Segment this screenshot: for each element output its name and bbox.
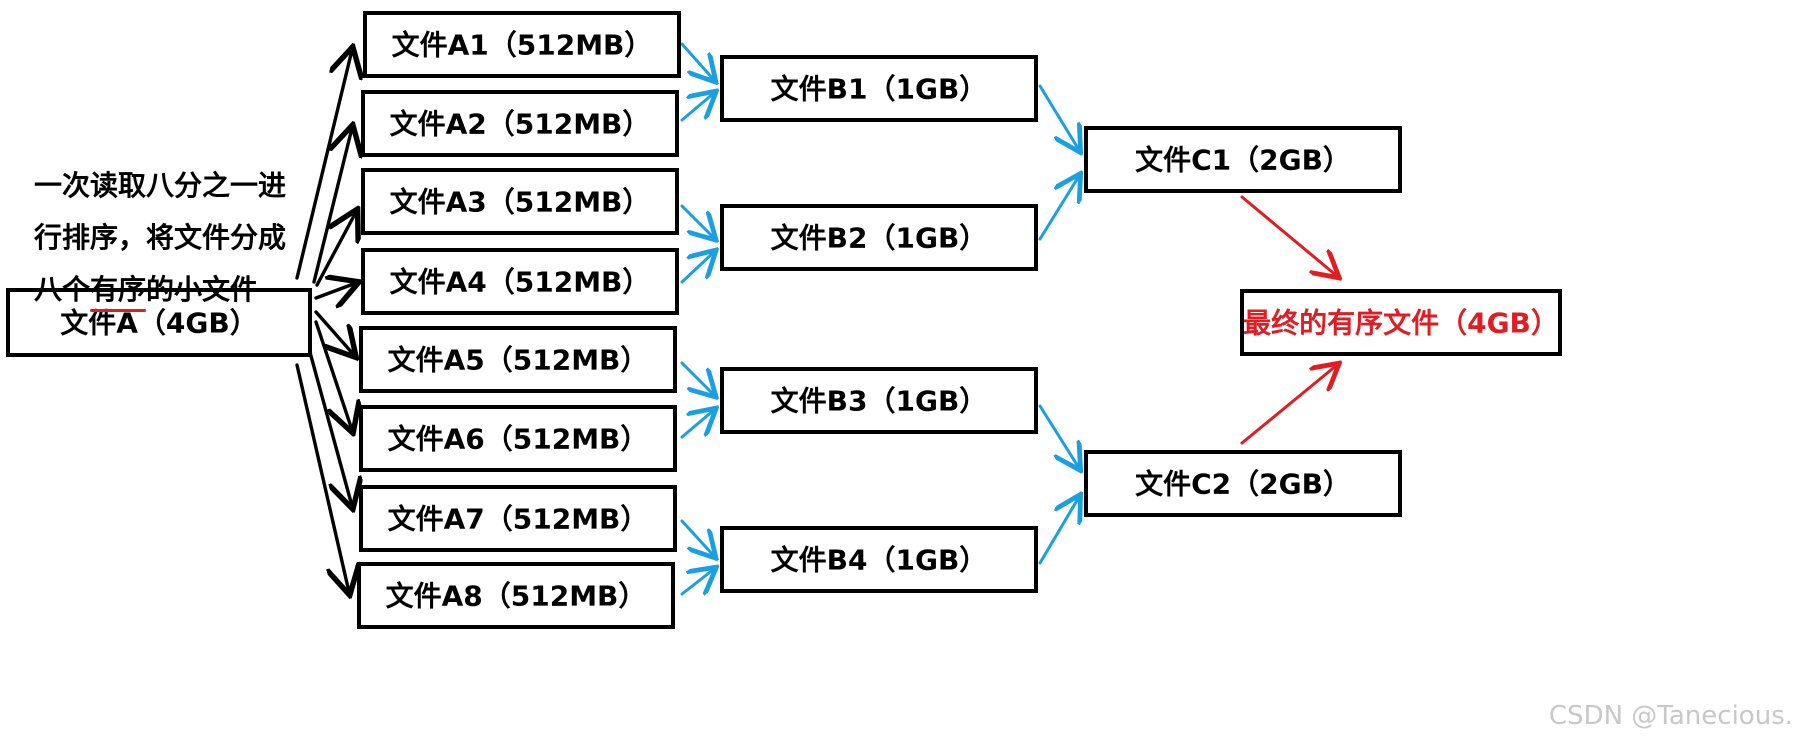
sort-description-note: 一次读取八分之一进 行排序，将文件分成 八个有序的小文件 [34,160,334,316]
file-b1-box: 文件B1（1GB） [720,55,1038,122]
file-b1-box-label: 文件B1（1GB） [771,73,988,106]
file-c2-box-frame [1084,450,1402,517]
file-a5-box-frame [359,326,677,393]
note-line-3-pre: 八个 [34,273,91,306]
file-b4-box-label: 文件B4（1GB） [771,544,988,577]
file-a5-box: 文件A5（512MB） [359,326,677,393]
file-a8-box-label: 文件A8（512MB） [386,580,647,613]
file-a7-box: 文件A7（512MB） [359,485,677,552]
file-a4-box: 文件A4（512MB） [361,248,679,315]
merge-arrow-a4-b [680,252,714,284]
file-a7-box-label: 文件A7（512MB） [388,503,649,536]
source-file-box: 文件A（4GB） [6,288,312,357]
file-c2-box: 文件C2（2GB） [1084,450,1402,517]
split-arrow-a4 [314,283,356,298]
note-line-3: 八个有序的小文件 [34,264,334,316]
split-arrow-a1 [295,50,352,280]
file-a8-box-frame [357,562,675,629]
file-a1-box: 文件A1（512MB） [363,11,681,78]
final-file-box-frame [1240,289,1562,356]
merge-arrow-a7-b [680,519,714,556]
final-file-box: 最终的有序文件（4GB） [1240,289,1562,356]
split-arrow-a6 [314,320,352,430]
merge-arrow-a3-b [680,204,714,238]
source-file-box-label: 文件A（4GB） [60,307,257,340]
split-arrow-a5 [314,310,354,355]
note-ordered-highlight: 有序 [90,273,147,306]
file-b2-box: 文件B2（1GB） [720,204,1038,271]
csdn-watermark: CSDN @Tanecious. [1548,701,1793,731]
file-a3-box-frame [361,168,679,235]
file-a2-box: 文件A2（512MB） [361,90,679,157]
file-b3-box-label: 文件B3（1GB） [771,385,988,418]
file-a8-box: 文件A8（512MB） [357,562,675,629]
split-arrow-a3 [315,212,356,287]
file-a2-box-frame [361,90,679,157]
file-a3-box: 文件A3（512MB） [361,168,679,235]
file-a1-box-frame [363,11,681,78]
merge-arrow-b2-c [1038,176,1079,241]
final-arrow-c1 [1240,195,1337,276]
note-line-2: 行排序，将文件分成 [34,221,287,254]
note-line-3-post: 的小文件 [146,273,259,306]
note-line-1: 一次读取八分之一进 [34,169,287,202]
file-b4-box-frame [720,526,1038,593]
file-a6-box-label: 文件A6（512MB） [388,423,649,456]
split-arrow-a7 [306,343,352,506]
merge-arrow-a5-b [680,361,714,395]
file-a2-box-label: 文件A2（512MB） [390,108,651,141]
file-c1-box-label: 文件C1（2GB） [1135,144,1351,177]
file-b2-box-label: 文件B2（1GB） [771,222,988,255]
file-a3-box-label: 文件A3（512MB） [390,186,651,219]
merge-arrow-a1-b [680,42,714,80]
merge-arrow-a2-b [680,93,714,122]
merge-arrow-a8-b [680,569,714,594]
file-c1-box: 文件C1（2GB） [1084,126,1402,193]
file-a5-box-label: 文件A5（512MB） [388,344,649,377]
final-arrow-c2 [1240,365,1337,445]
merge-arrow-b3-c [1038,404,1079,468]
file-b2-box-frame [720,204,1038,271]
file-c2-box-label: 文件C2（2GB） [1135,468,1351,501]
source-file-box-frame [6,288,312,357]
file-a1-box-label: 文件A1（512MB） [392,29,653,62]
final-file-box-label: 最终的有序文件（4GB） [1243,307,1559,340]
file-a6-box-frame [359,405,677,472]
file-c1-box-frame [1084,126,1402,193]
split-arrow-a8 [295,363,349,592]
file-a7-box-frame [359,485,677,552]
merge-arrow-b4-c [1038,497,1079,565]
file-a4-box-label: 文件A4（512MB） [390,266,651,299]
file-b4-box: 文件B4（1GB） [720,526,1038,593]
file-a6-box: 文件A6（512MB） [359,405,677,472]
file-b3-box-frame [720,367,1038,434]
file-b1-box-frame [720,55,1038,122]
merge-arrow-b1-c [1038,84,1079,150]
file-b3-box: 文件B3（1GB） [720,367,1038,434]
file-a4-box-frame [361,248,679,315]
merge-arrow-a6-b [680,410,714,439]
